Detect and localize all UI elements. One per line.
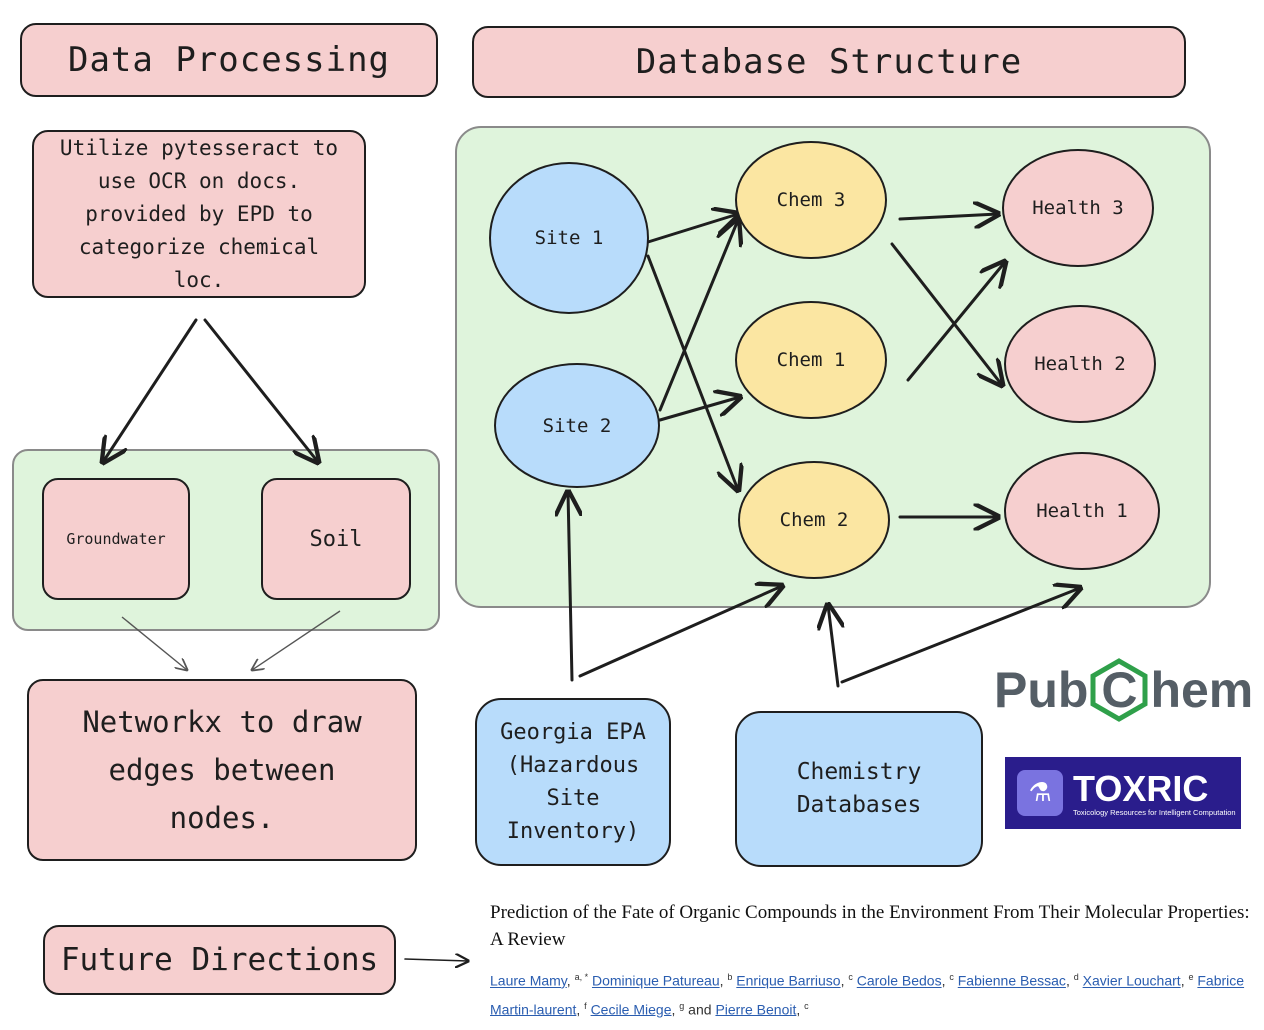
flask-icon: ⚗: [1017, 770, 1063, 816]
header-data-processing: Data Processing: [20, 23, 438, 97]
author-link[interactable]: Cecile Miege: [590, 1001, 672, 1018]
arrow-future-paper: [404, 959, 468, 961]
source-chemistry-databases-label: Chemistry Databases: [796, 759, 922, 818]
node-health-2-label: Health 2: [1034, 353, 1126, 375]
author-link[interactable]: Pierre Benoit: [715, 1001, 797, 1018]
author-affiliation: e: [1188, 972, 1194, 982]
arrow-ocr-groundwater: [103, 318, 198, 462]
pubchem-logo-post: hem: [1150, 662, 1254, 718]
author-link[interactable]: Carole Bedos: [856, 972, 942, 989]
arrow-epa-site2: [568, 492, 572, 682]
author-affiliation: c: [949, 972, 954, 982]
header-database-structure-label: Database Structure: [635, 42, 1023, 82]
node-site-1-label: Site 1: [534, 227, 604, 249]
node-chem-1: Chem 1: [735, 301, 887, 419]
author-link[interactable]: Fabienne Bessac: [957, 972, 1066, 989]
arrow-site2-chem3: [658, 220, 738, 412]
pubchem-logo: Pub C hem: [994, 655, 1253, 725]
node-site-1: Site 1: [489, 162, 649, 314]
pubchem-logo-pre: Pub: [994, 662, 1089, 718]
ocr-step-text: Utilize pytesseract to use OCR on docs. …: [59, 135, 339, 292]
node-chem-3: Chem 3: [735, 141, 887, 259]
ocr-step-box: Utilize pytesseract to use OCR on docs. …: [32, 130, 366, 298]
source-georgia-epa-label: Georgia EPA (Hazardous Site Inventory): [500, 720, 646, 844]
author-affiliation: d: [1073, 972, 1079, 982]
future-directions-label: Future Directions: [60, 942, 379, 978]
source-chemistry-databases: Chemistry Databases: [735, 711, 983, 867]
arrow-chemdb-chem2: [828, 605, 838, 688]
arrow-site1-chem3: [646, 214, 738, 244]
arrow-epa-chem2: [578, 586, 782, 678]
node-health-3-label: Health 3: [1032, 197, 1124, 219]
authors-and: and: [684, 1001, 716, 1018]
toxric-logo: ⚗ TOXRIC Toxicology Resources for Intell…: [1005, 757, 1241, 829]
networkx-step-box: Networkx to draw edges between nodes.: [27, 679, 417, 861]
node-site-2: Site 2: [494, 363, 660, 488]
arrow-chem1-health3: [906, 262, 1005, 382]
node-chem-2-label: Chem 2: [779, 509, 849, 531]
author-link[interactable]: Xavier Louchart: [1082, 972, 1181, 989]
category-groundwater: Groundwater: [42, 478, 190, 600]
arrow-chem3-health2: [890, 242, 1002, 385]
category-soil-label: Soil: [309, 526, 363, 552]
author-link[interactable]: Fabrice Martin-laurent: [490, 972, 1245, 1018]
arrow-chem3-health3: [898, 214, 998, 219]
author-affiliation: b: [727, 972, 733, 982]
author-link[interactable]: Dominique Patureau: [591, 972, 720, 989]
pubchem-logo-c: C: [1101, 662, 1138, 718]
node-site-2-label: Site 2: [542, 414, 612, 437]
author-affiliation: a, *: [574, 972, 589, 982]
networkx-step-text: Networkx to draw edges between nodes.: [82, 705, 362, 835]
category-soil: Soil: [261, 478, 411, 600]
node-chem-1-label: Chem 1: [776, 349, 846, 371]
author-link[interactable]: Enrique Barriuso: [736, 972, 841, 989]
arrow-chemdb-health1: [840, 588, 1080, 684]
author-link[interactable]: Laure Mamy: [490, 972, 567, 989]
node-health-3: Health 3: [1002, 149, 1154, 267]
header-database-structure: Database Structure: [472, 26, 1186, 98]
author-affiliation: c: [804, 1000, 809, 1011]
author-affiliation: f: [584, 1000, 587, 1011]
author-affiliation: g: [679, 1000, 685, 1011]
arrow-groundwater-networkx: [121, 616, 187, 670]
node-chem-2: Chem 2: [738, 461, 890, 579]
node-health-1: Health 1: [1004, 452, 1160, 570]
arrow-soil-networkx: [252, 610, 341, 670]
header-data-processing-label: Data Processing: [67, 40, 391, 80]
source-georgia-epa: Georgia EPA (Hazardous Site Inventory): [475, 698, 671, 866]
toxric-logo-tagline: Toxicology Resources for Intelligent Com…: [1073, 807, 1236, 817]
future-directions-box: Future Directions: [43, 925, 396, 995]
arrow-site2-chem1: [658, 397, 740, 422]
node-chem-3-label: Chem 3: [776, 189, 846, 211]
paper-authors: Laure Mamy, a, * Dominique Patureau, b E…: [490, 972, 1245, 1018]
category-groundwater-label: Groundwater: [66, 530, 166, 548]
node-health-2: Health 2: [1004, 305, 1156, 423]
pubchem-hexagon-icon: C: [1090, 658, 1148, 722]
toxric-logo-name: TOXRIC: [1073, 767, 1209, 809]
paper-title: Prediction of the Fate of Organic Compou…: [490, 902, 1250, 950]
arrow-site1-chem2: [646, 254, 738, 490]
node-health-1-label: Health 1: [1036, 500, 1128, 522]
arrow-ocr-soil: [203, 318, 318, 462]
author-affiliation: c: [848, 972, 853, 982]
